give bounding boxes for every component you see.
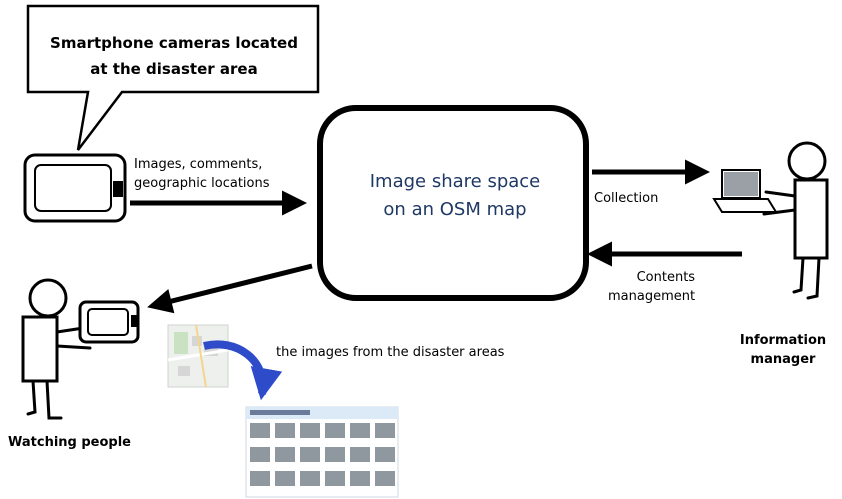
collection-label: Collection: [594, 191, 659, 206]
center-box-text: Image share space on an OSM map: [322, 168, 588, 224]
watching-people-label: Watching people: [8, 435, 131, 450]
map-thumbnail-icon: [167, 324, 229, 388]
information-manager-label: Information manager: [726, 331, 840, 369]
callout-line-2: at the disaster area: [90, 60, 258, 78]
upload-label-line-2: geographic locations: [134, 176, 270, 191]
laptop-icon: [712, 169, 778, 213]
callout-line-1: Smartphone cameras located: [50, 34, 298, 52]
callout-text: Smartphone cameras located at the disast…: [36, 30, 312, 82]
stick-figure-icon: [762, 141, 829, 300]
images-caption: the images from the disaster areas: [276, 345, 505, 360]
smartphone-icon: [23, 153, 127, 223]
contents-management-label: Contents management: [608, 268, 695, 306]
contents-line-2: management: [608, 289, 696, 304]
center-line-2: on an OSM map: [383, 199, 527, 220]
image-share-space-box: [317, 105, 589, 301]
speech-callout: [26, 4, 320, 151]
contents-line-1: Contents: [636, 270, 696, 285]
manager-line-2: manager: [750, 352, 816, 367]
curved-arrow: [203, 340, 283, 401]
image-grid-screenshot-icon: [245, 406, 399, 498]
manager-line-1: Information: [739, 333, 827, 348]
held-camera-icon: [78, 300, 140, 344]
upload-label-line-1: Images, comments,: [134, 157, 263, 172]
watching-person-figure: [21, 278, 92, 420]
delivery-arrow: [147, 263, 313, 314]
upload-label: Images, comments, geographic locations: [134, 155, 270, 193]
center-line-1: Image share space: [369, 171, 541, 192]
